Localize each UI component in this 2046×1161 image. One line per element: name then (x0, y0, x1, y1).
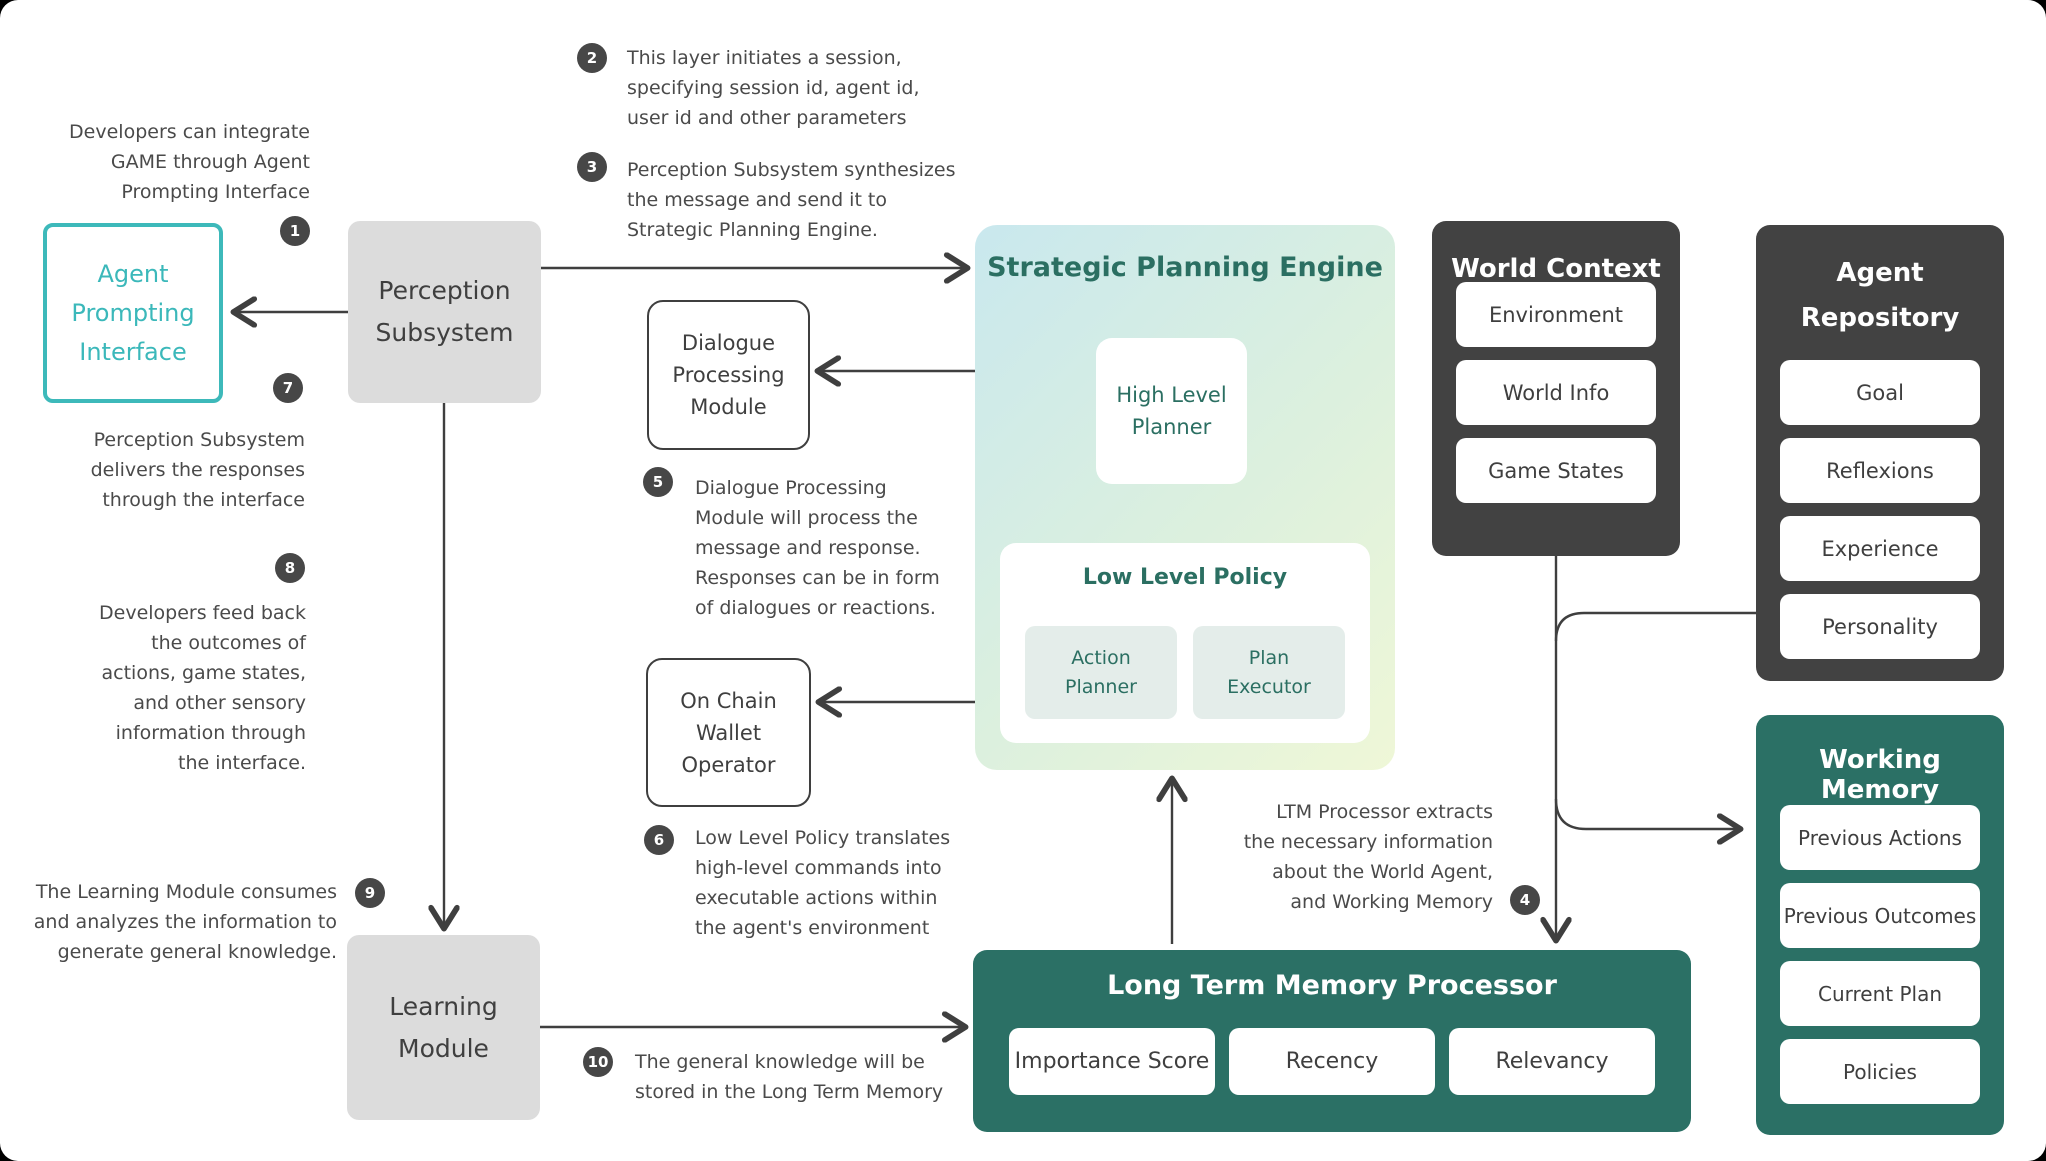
learning-module-node: Learning Module (347, 935, 540, 1120)
step-badge-4: 4 (1510, 885, 1540, 915)
perception-subsystem-node: Perception Subsystem (348, 221, 541, 403)
current-plan-item: Current Plan (1780, 961, 1980, 1026)
step-badge-1: 1 (280, 216, 310, 246)
long-term-memory-processor-title: Long Term Memory Processor (1107, 970, 1557, 1001)
step-badge-8: 8 (275, 553, 305, 583)
experience-item: Experience (1780, 516, 1980, 581)
note-4: LTM Processor extracts the necessary inf… (1243, 801, 1493, 913)
line-repository-join (1554, 611, 1756, 642)
strategic-planning-engine-title: Strategic Planning Engine (987, 252, 1383, 283)
long-term-memory-processor-items: Importance Score Recency Relevancy (973, 1028, 1691, 1095)
step-badge-3: 3 (577, 152, 607, 182)
agent-repository-panel: Agent Repository Goal Reflexions Experie… (1756, 225, 2004, 681)
plan-executor-node: Plan Executor (1193, 626, 1345, 719)
note-3: Perception Subsystem synthesizes the mes… (627, 159, 956, 241)
reflexions-item: Reflexions (1780, 438, 1980, 503)
working-memory-panel: Working Memory Previous Actions Previous… (1756, 715, 2004, 1135)
policies-item: Policies (1780, 1039, 1980, 1104)
agent-repository-title: Agent Repository (1800, 258, 1960, 333)
step-badge-9: 9 (355, 878, 385, 908)
world-context-items: Environment World Info Game States (1432, 282, 1680, 503)
high-level-planner-node: High Level Planner (1096, 338, 1247, 484)
on-chain-wallet-operator-node: On Chain Wallet Operator (646, 658, 811, 807)
arrow-branch-to-workingmemory (1554, 798, 1738, 829)
personality-item: Personality (1780, 594, 1980, 659)
recency-item: Recency (1229, 1028, 1435, 1095)
environment-item: Environment (1456, 282, 1656, 347)
note-6: Low Level Policy translates high-level c… (695, 827, 951, 939)
action-planner-node: Action Planner (1025, 626, 1177, 719)
working-memory-items: Previous Actions Previous Outcomes Curre… (1756, 805, 2004, 1104)
step-badge-6: 6 (644, 825, 674, 855)
note-2: This layer initiates a session, specifyi… (627, 47, 920, 129)
note-10: The general knowledge will be stored in … (635, 1051, 944, 1103)
agent-prompting-interface-node: Agent Prompting Interface (43, 223, 223, 403)
game-states-item: Game States (1456, 438, 1656, 503)
note-7: Perception Subsystem delivers the respon… (90, 429, 305, 511)
note-1: Developers can integrate GAME through Ag… (69, 121, 310, 203)
world-context-panel: World Context Environment World Info Gam… (1432, 221, 1680, 556)
note-9: The Learning Module consumes and analyze… (33, 881, 337, 963)
step-badge-2: 2 (577, 43, 607, 73)
note-5: Dialogue Processing Module will process … (695, 477, 940, 619)
low-level-policy-title: Low Level Policy (1082, 565, 1288, 590)
note-8: Developers feed back the outcomes of act… (99, 602, 306, 774)
step-badge-5: 5 (643, 467, 673, 497)
previous-actions-item: Previous Actions (1780, 805, 1980, 870)
low-level-policy-items: Action Planner Plan Executor (1000, 626, 1370, 719)
working-memory-title: Working Memory (1819, 745, 1941, 805)
step-badge-7: 7 (273, 373, 303, 403)
world-context-title: World Context (1451, 254, 1661, 284)
step-badge-10: 10 (583, 1047, 613, 1077)
dialogue-processing-module-node: Dialogue Processing Module (647, 300, 810, 450)
goal-item: Goal (1780, 360, 1980, 425)
world-info-item: World Info (1456, 360, 1656, 425)
importance-score-item: Importance Score (1009, 1028, 1215, 1095)
relevancy-item: Relevancy (1449, 1028, 1655, 1095)
long-term-memory-processor-panel: Long Term Memory Processor Importance Sc… (973, 950, 1691, 1132)
agent-repository-items: Goal Reflexions Experience Personality (1756, 360, 2004, 659)
previous-outcomes-item: Previous Outcomes (1780, 883, 1980, 948)
low-level-policy-panel: Low Level Policy Action Planner Plan Exe… (1000, 543, 1370, 743)
strategic-planning-engine-panel: Strategic Planning Engine High Level Pla… (975, 225, 1395, 770)
